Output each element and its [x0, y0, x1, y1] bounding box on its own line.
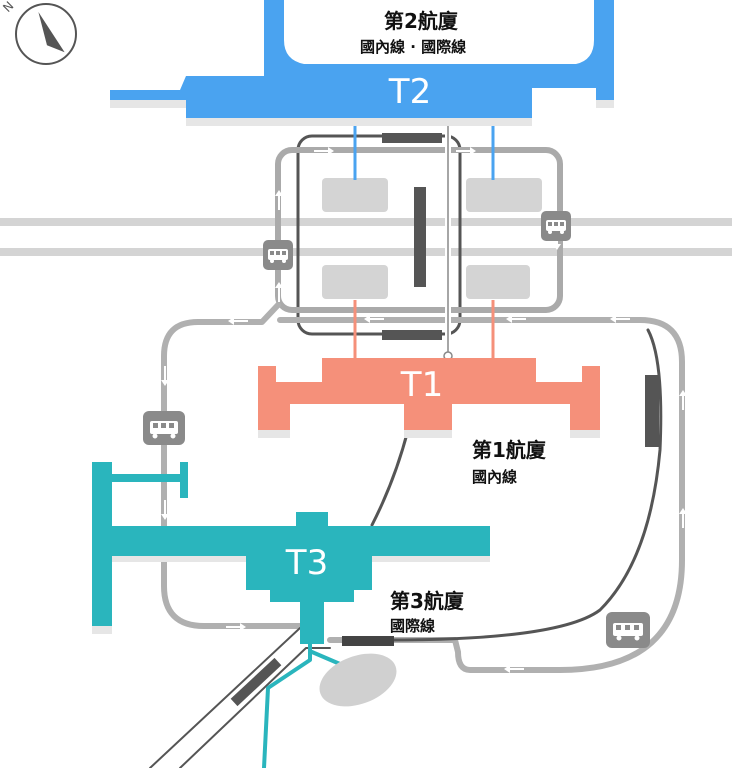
- compass-north-letter: N: [0, 0, 16, 15]
- terminal-code: T3: [285, 543, 328, 583]
- direction-arrow-icon: [275, 190, 283, 210]
- terminal-t3-service: 國際線: [390, 617, 436, 635]
- direction-arrow-icon: [364, 315, 384, 323]
- bus-stop-icon: [541, 211, 571, 241]
- service-road-right: [388, 328, 663, 642]
- terminal-t3[interactable]: T3: [92, 462, 490, 644]
- terminal-code: T2: [388, 72, 431, 112]
- pond: [319, 653, 397, 707]
- direction-arrow-icon: [161, 500, 169, 520]
- compass-icon: N: [0, 0, 77, 65]
- direction-arrow-icon: [226, 623, 246, 631]
- skytrain-link: [443, 110, 453, 361]
- direction-arrow-icon: [506, 315, 526, 323]
- service-road: [370, 428, 410, 527]
- terminal-t1-service: 國內線: [472, 468, 518, 486]
- t1-skybridges: [353, 300, 495, 358]
- parking-building-icon: [466, 178, 542, 212]
- parking-building-icon: [322, 265, 388, 299]
- parking-building-icon: [466, 265, 530, 299]
- terminal-t2-service: 國內線 · 國際線: [360, 38, 467, 56]
- direction-arrow-icon: [504, 665, 524, 673]
- parking-lots: [322, 178, 542, 299]
- direction-arrow-icon: [161, 366, 169, 386]
- t3-pier-link: [310, 650, 342, 666]
- rail-platforms: [382, 133, 659, 447]
- direction-arrow-icon: [679, 508, 687, 528]
- outer-loop-road: [161, 302, 303, 629]
- bus-stop-icon: [143, 411, 185, 445]
- terminal-t2-name: 第2航廈: [384, 9, 458, 33]
- terminal-t2[interactable]: T2: [110, 0, 614, 126]
- direction-arrow-icon: [610, 315, 630, 323]
- direction-arrow-icon: [314, 147, 334, 155]
- bus-stop-icon: [606, 612, 650, 648]
- direction-arrow-icon: [275, 282, 283, 302]
- terminal-t3-name: 第3航廈: [390, 589, 464, 613]
- direction-arrow-icon: [456, 147, 476, 155]
- direction-arrow-icon: [679, 390, 687, 410]
- parking-building-icon: [322, 178, 388, 212]
- highway: [0, 218, 732, 256]
- terminal-code: T1: [400, 365, 443, 405]
- bus-stops: [143, 211, 650, 648]
- terminal-t1[interactable]: T1: [258, 358, 600, 438]
- terminal-t1-name: 第1航廈: [472, 438, 546, 462]
- right-loop-road: [277, 317, 685, 673]
- bus-stop-icon: [263, 240, 293, 270]
- direction-arrows: [161, 147, 687, 673]
- inner-loop-road: [296, 134, 462, 336]
- direction-arrow-icon: [228, 317, 248, 325]
